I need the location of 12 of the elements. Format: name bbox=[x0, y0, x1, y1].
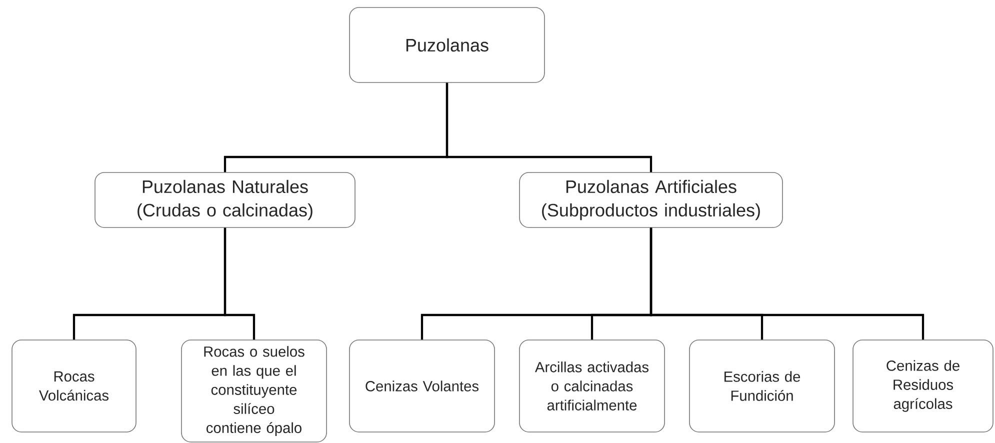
leaf-box: Rocas Volcánicas bbox=[12, 340, 136, 432]
leaf-box: Cenizas Volantes bbox=[349, 340, 495, 432]
leaf-box: Escorias de Fundición bbox=[689, 340, 835, 432]
connector-line bbox=[224, 228, 256, 340]
root-box: Puzolanas bbox=[349, 7, 545, 83]
leaf-box: Arcillas activadas o calcinadas artificialmente bbox=[519, 340, 665, 432]
connector-line bbox=[650, 228, 924, 340]
category-box: Puzolanas Naturales (Crudas o calcinadas) bbox=[94, 172, 356, 228]
leaf-box: Rocas o suelos en las que el constituyente silíceo contiene ópalo bbox=[181, 340, 327, 442]
category-box: Puzolanas Artificiales (Subproductos industriales) bbox=[519, 172, 783, 228]
leaf-box: Cenizas de Residuos agrícolas bbox=[852, 340, 994, 432]
connector-line bbox=[446, 82, 652, 172]
